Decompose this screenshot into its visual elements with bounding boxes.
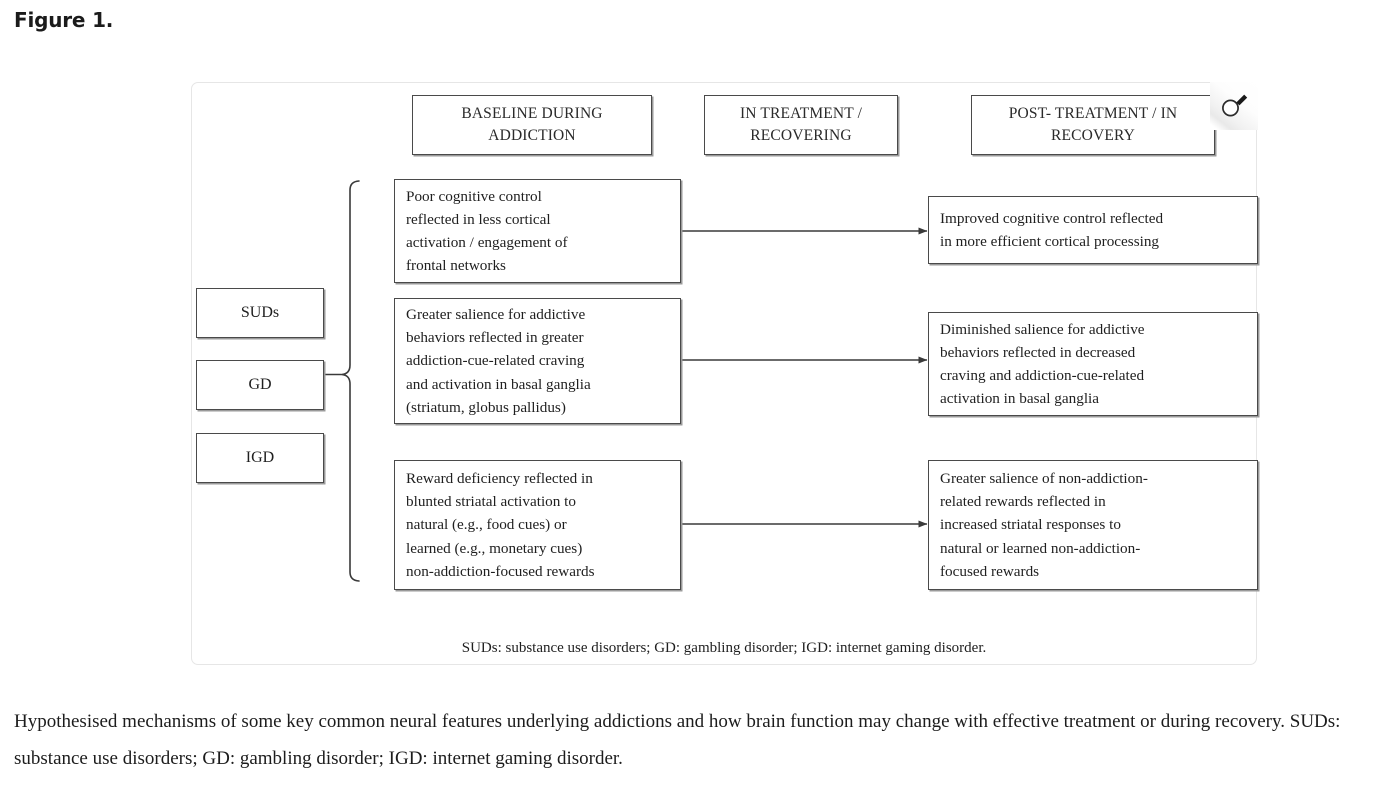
post-text-cognitive-control: Improved cognitive control reflected in …: [940, 209, 1164, 250]
category-label-gd: GD: [248, 376, 272, 394]
figure-heading: Figure 1.: [14, 8, 114, 32]
column-header-post-treatment-label: POST- TREATMENT / IN RECOVERY: [1008, 105, 1178, 144]
baseline-text-reward-deficiency: Reward deficiency reflected in blunted s…: [406, 469, 595, 580]
baseline-text-salience: Greater salience for addictive behaviors…: [406, 305, 591, 416]
post-box-reward-deficiency: Greater salience of non-addiction- relat…: [928, 460, 1258, 590]
column-header-in-treatment: IN TREATMENT / RECOVERING: [704, 95, 898, 155]
category-label-suds: SUDs: [240, 304, 280, 322]
baseline-box-cognitive-control: Poor cognitive control reflected in less…: [394, 179, 681, 283]
post-text-reward-deficiency: Greater salience of non-addiction- relat…: [940, 469, 1148, 580]
column-header-post-treatment: POST- TREATMENT / IN RECOVERY: [971, 95, 1215, 155]
baseline-box-salience: Greater salience for addictive behaviors…: [394, 298, 681, 424]
grouping-brace: [323, 180, 360, 582]
category-box-igd: IGD: [196, 433, 324, 483]
figure-card: BASELINE DURING ADDICTION IN TREATMENT /…: [191, 81, 1258, 665]
post-box-cognitive-control: Improved cognitive control reflected in …: [928, 196, 1258, 264]
column-header-baseline-label: BASELINE DURING ADDICTION: [461, 105, 603, 144]
figure-footnote: SUDs: substance use disorders; GD: gambl…: [461, 640, 987, 656]
post-box-salience: Diminished salience for addictive behavi…: [928, 312, 1258, 416]
figure-caption: Hypothesised mechanisms of some key comm…: [14, 711, 1341, 770]
baseline-box-reward-deficiency: Reward deficiency reflected in blunted s…: [394, 460, 681, 590]
category-box-suds: SUDs: [196, 288, 324, 338]
category-label-igd: IGD: [245, 449, 275, 467]
baseline-text-cognitive-control: Poor cognitive control reflected in less…: [406, 187, 568, 275]
magnifier-icon[interactable]: [1209, 81, 1258, 130]
column-header-in-treatment-label: IN TREATMENT / RECOVERING: [739, 105, 863, 144]
category-box-gd: GD: [196, 360, 324, 410]
column-header-baseline: BASELINE DURING ADDICTION: [412, 95, 652, 155]
post-text-salience: Diminished salience for addictive behavi…: [940, 320, 1145, 408]
